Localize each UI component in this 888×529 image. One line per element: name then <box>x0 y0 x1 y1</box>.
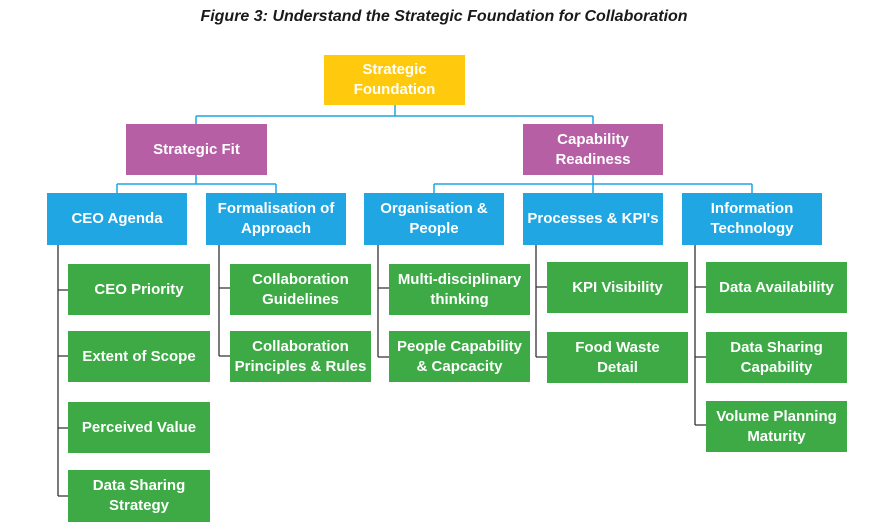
node-information-technology: Information Technology <box>682 193 822 245</box>
leaf-perceived-value: Perceived Value <box>68 402 210 453</box>
connector-capability-readiness <box>433 175 753 193</box>
leaf-data-sharing-strategy: Data Sharing Strategy <box>68 470 210 522</box>
leaf-extent-of-scope: Extent of Scope <box>68 331 210 382</box>
leaf-collaboration-guidelines: Collaboration Guidelines <box>230 264 371 315</box>
leaf-people-capability-capacity: People Capability & Capcacity <box>389 331 530 382</box>
node-formalisation-of-approach: Formalisation of Approach <box>206 193 346 245</box>
leaf-food-waste-detail: Food Waste Detail <box>547 332 688 383</box>
leaf-data-sharing-capability: Data Sharing Capability <box>706 332 847 383</box>
node-strategic-fit: Strategic Fit <box>126 124 267 175</box>
node-processes-and-kpis: Processes & KPI's <box>523 193 663 245</box>
leaf-kpi-visibility: KPI Visibility <box>547 262 688 313</box>
connector-strategic-fit <box>116 175 277 193</box>
node-ceo-agenda: CEO Agenda <box>47 193 187 245</box>
leaf-data-availability: Data Availability <box>706 262 847 313</box>
bracket-organisation <box>377 245 389 358</box>
leaf-ceo-priority: CEO Priority <box>68 264 210 315</box>
leaf-collaboration-principles-rules: Collaboration Principles & Rules <box>230 331 371 382</box>
bracket-formalisation <box>218 245 230 357</box>
connector-root <box>195 105 594 124</box>
leaf-multi-disciplinary-thinking: Multi-disciplinary thinking <box>389 264 530 315</box>
bracket-ceo-agenda <box>57 245 68 497</box>
root-node-strategic-foundation: Strategic Foundation <box>324 55 465 105</box>
node-organisation-and-people: Organisation & People <box>364 193 504 245</box>
bracket-information-technology <box>694 245 706 426</box>
leaf-volume-planning-maturity: Volume Planning Maturity <box>706 401 847 452</box>
bracket-processes <box>535 245 547 358</box>
figure-title: Figure 3: Understand the Strategic Found… <box>200 8 688 25</box>
node-capability-readiness: Capability Readiness <box>523 124 663 175</box>
